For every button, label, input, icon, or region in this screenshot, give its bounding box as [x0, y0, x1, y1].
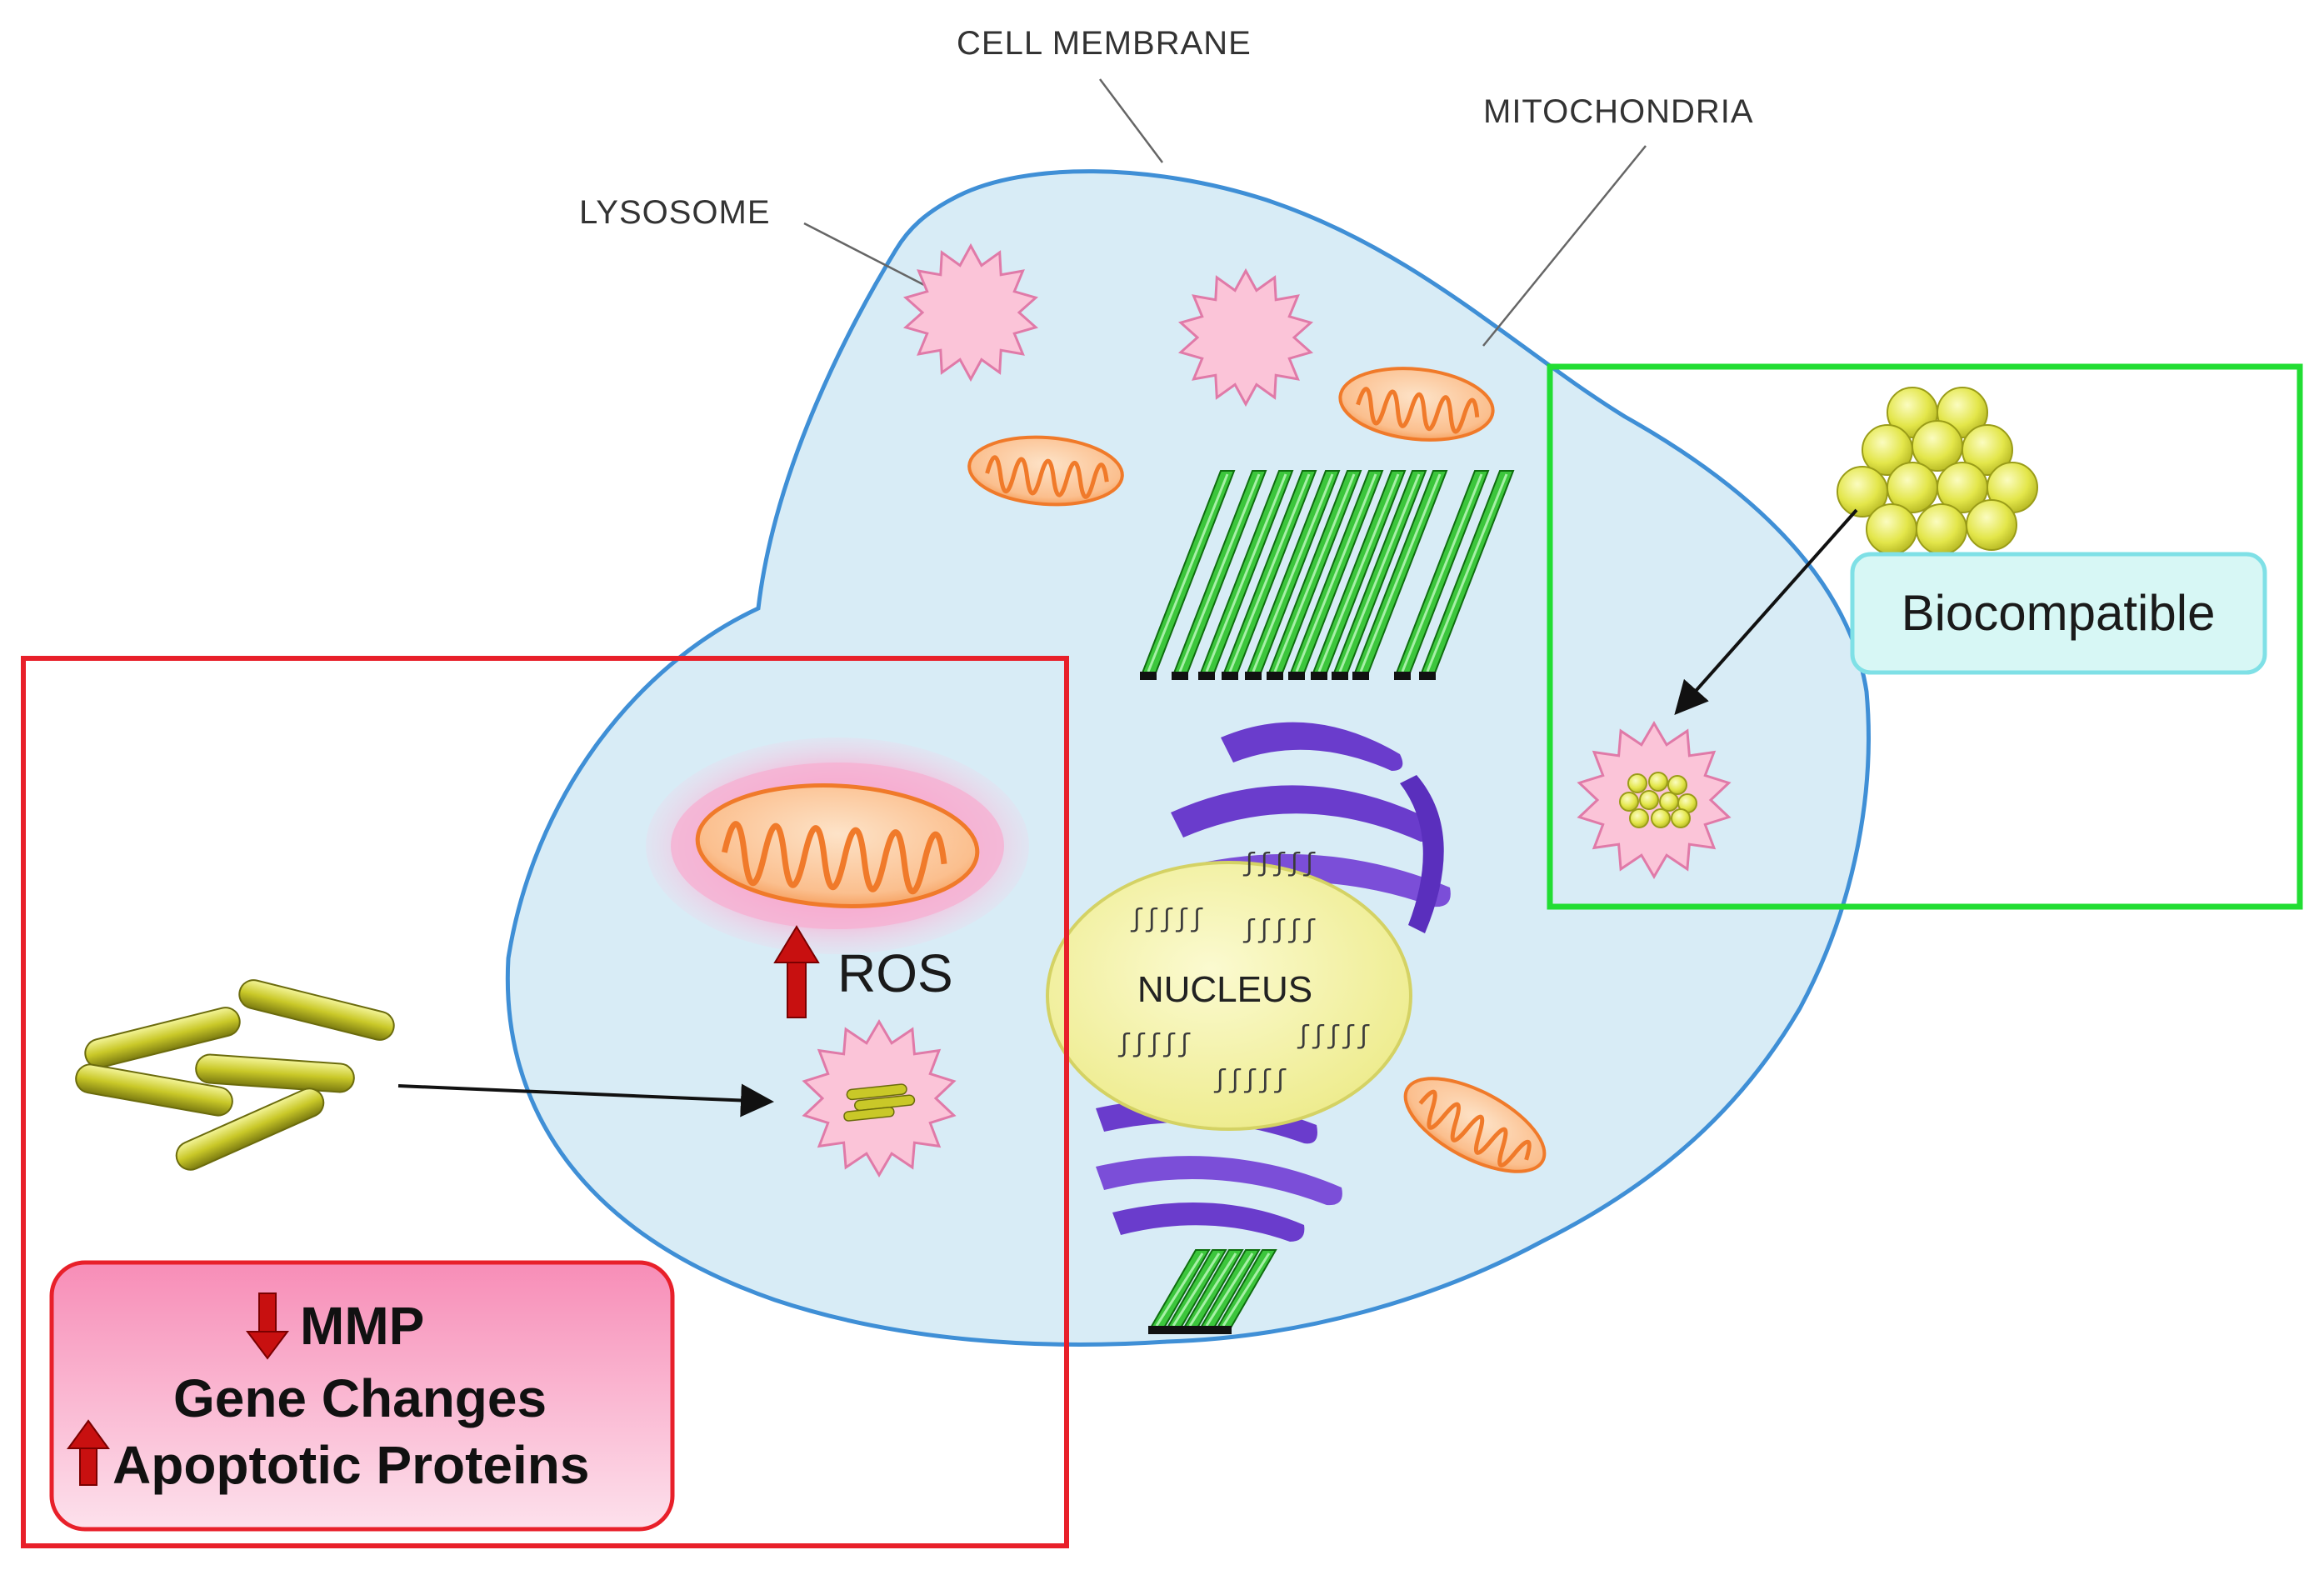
microtubule-bundle-upper: [1140, 470, 1515, 680]
lysosome-top-left: [902, 242, 1039, 382]
mitochondria-leader: [1482, 145, 1647, 347]
gene-changes-label: Gene Changes: [173, 1368, 547, 1428]
gold-nanorods: [75, 979, 395, 1171]
microtubule: [1394, 470, 1490, 680]
nanosphere: [1651, 808, 1671, 828]
nanosphere: [1619, 792, 1639, 812]
biocompatible-label: Biocompatible: [1902, 585, 2216, 641]
lysosome-with-nanorods: [802, 1019, 957, 1178]
nanosphere: [1627, 773, 1647, 793]
nanorod-uptake-arrow-icon: [397, 1083, 774, 1118]
biocompatible-label-box: [1850, 552, 2267, 675]
microtubule: [1148, 1249, 1211, 1334]
mmp-decrease-arrow-icon: [246, 1292, 289, 1360]
svg-text:ʃʃʃʃʃ: ʃʃʃʃʃ: [1242, 848, 1317, 878]
nanosphere: [1866, 503, 1917, 555]
nucleus-chromatin: ʃʃʃʃʃ ʃʃʃʃʃ ʃʃʃʃʃ ʃʃʃʃʃ ʃʃʃʃʃ ʃʃʃʃʃ: [1117, 848, 1371, 1094]
toxic-pathway-box: [21, 656, 1069, 1548]
microtubule: [1198, 1249, 1261, 1334]
stressed-mitochondrion: [646, 738, 1029, 954]
nanosphere: [1629, 808, 1649, 828]
mitochondrion-lower-right: [1403, 1077, 1547, 1173]
mitochondria-label: MITOCHONDRIA: [1483, 93, 1754, 130]
svg-text:ʃʃʃʃʃ: ʃʃʃʃʃ: [1129, 904, 1204, 933]
svg-text:ʃʃʃʃʃ: ʃʃʃʃʃ: [1242, 915, 1317, 944]
microtubule: [1198, 470, 1294, 680]
biocompatible-pathway-box: [1547, 363, 2303, 910]
mitochondrion-upper-left: [967, 435, 1124, 507]
microtubule-bundle-lower: [1148, 1249, 1277, 1334]
ros-increase-arrow-icon: [773, 925, 820, 1018]
lysosome-label: LYSOSOME: [579, 194, 771, 231]
nucleus: [1046, 861, 1412, 1131]
microtubule: [1165, 1249, 1227, 1334]
nanosphere: [1648, 772, 1668, 792]
cell-membrane-leader: [1099, 78, 1163, 163]
microtubule: [1172, 470, 1267, 680]
microtubule: [1245, 470, 1341, 680]
nucleus-label: NUCLEUS: [1137, 969, 1312, 1010]
gold-nanosphere-cluster: [1837, 387, 2038, 555]
nanosphere: [1916, 503, 1967, 555]
svg-text:ʃʃʃʃʃ: ʃʃʃʃʃ: [1296, 1021, 1371, 1050]
mmp-label: MMP: [300, 1296, 424, 1356]
microtubule: [1332, 470, 1427, 680]
nanosphere: [1667, 775, 1687, 795]
cell-membrane-label: CELL MEMBRANE: [957, 25, 1252, 62]
apoptotic-proteins-label: Apoptotic Proteins: [112, 1435, 589, 1495]
svg-text:ʃʃʃʃʃ: ʃʃʃʃʃ: [1117, 1029, 1192, 1058]
microtubule: [1419, 470, 1515, 680]
microtubule: [1352, 470, 1448, 680]
apoptotic-proteins-increase-arrow-icon: [67, 1419, 110, 1486]
microtubule: [1215, 1249, 1277, 1334]
microtubule: [1288, 470, 1384, 680]
lysosome-top-middle: [1177, 268, 1314, 408]
ros-label: ROS: [837, 943, 953, 1003]
nanosphere: [1639, 790, 1659, 810]
microtubule: [1267, 470, 1362, 680]
mitochondrion-top-right: [1338, 367, 1495, 442]
lysosome-leader: [803, 222, 930, 289]
lysosome-with-nanospheres: [1577, 721, 1732, 879]
microtubule: [1222, 470, 1317, 680]
nanosphere: [1962, 424, 2013, 476]
toxic-effects-box: [49, 1260, 675, 1532]
microtubule: [1140, 470, 1236, 680]
microtubule: [1182, 1249, 1244, 1334]
microtubule: [1311, 470, 1407, 680]
nanosphere: [1659, 792, 1679, 812]
nanosphere: [1966, 499, 2017, 551]
svg-text:ʃʃʃʃʃ: ʃʃʃʃʃ: [1212, 1065, 1287, 1094]
nanosphere: [1671, 808, 1691, 828]
nanosphere-uptake-arrow-icon: [1674, 508, 1858, 715]
